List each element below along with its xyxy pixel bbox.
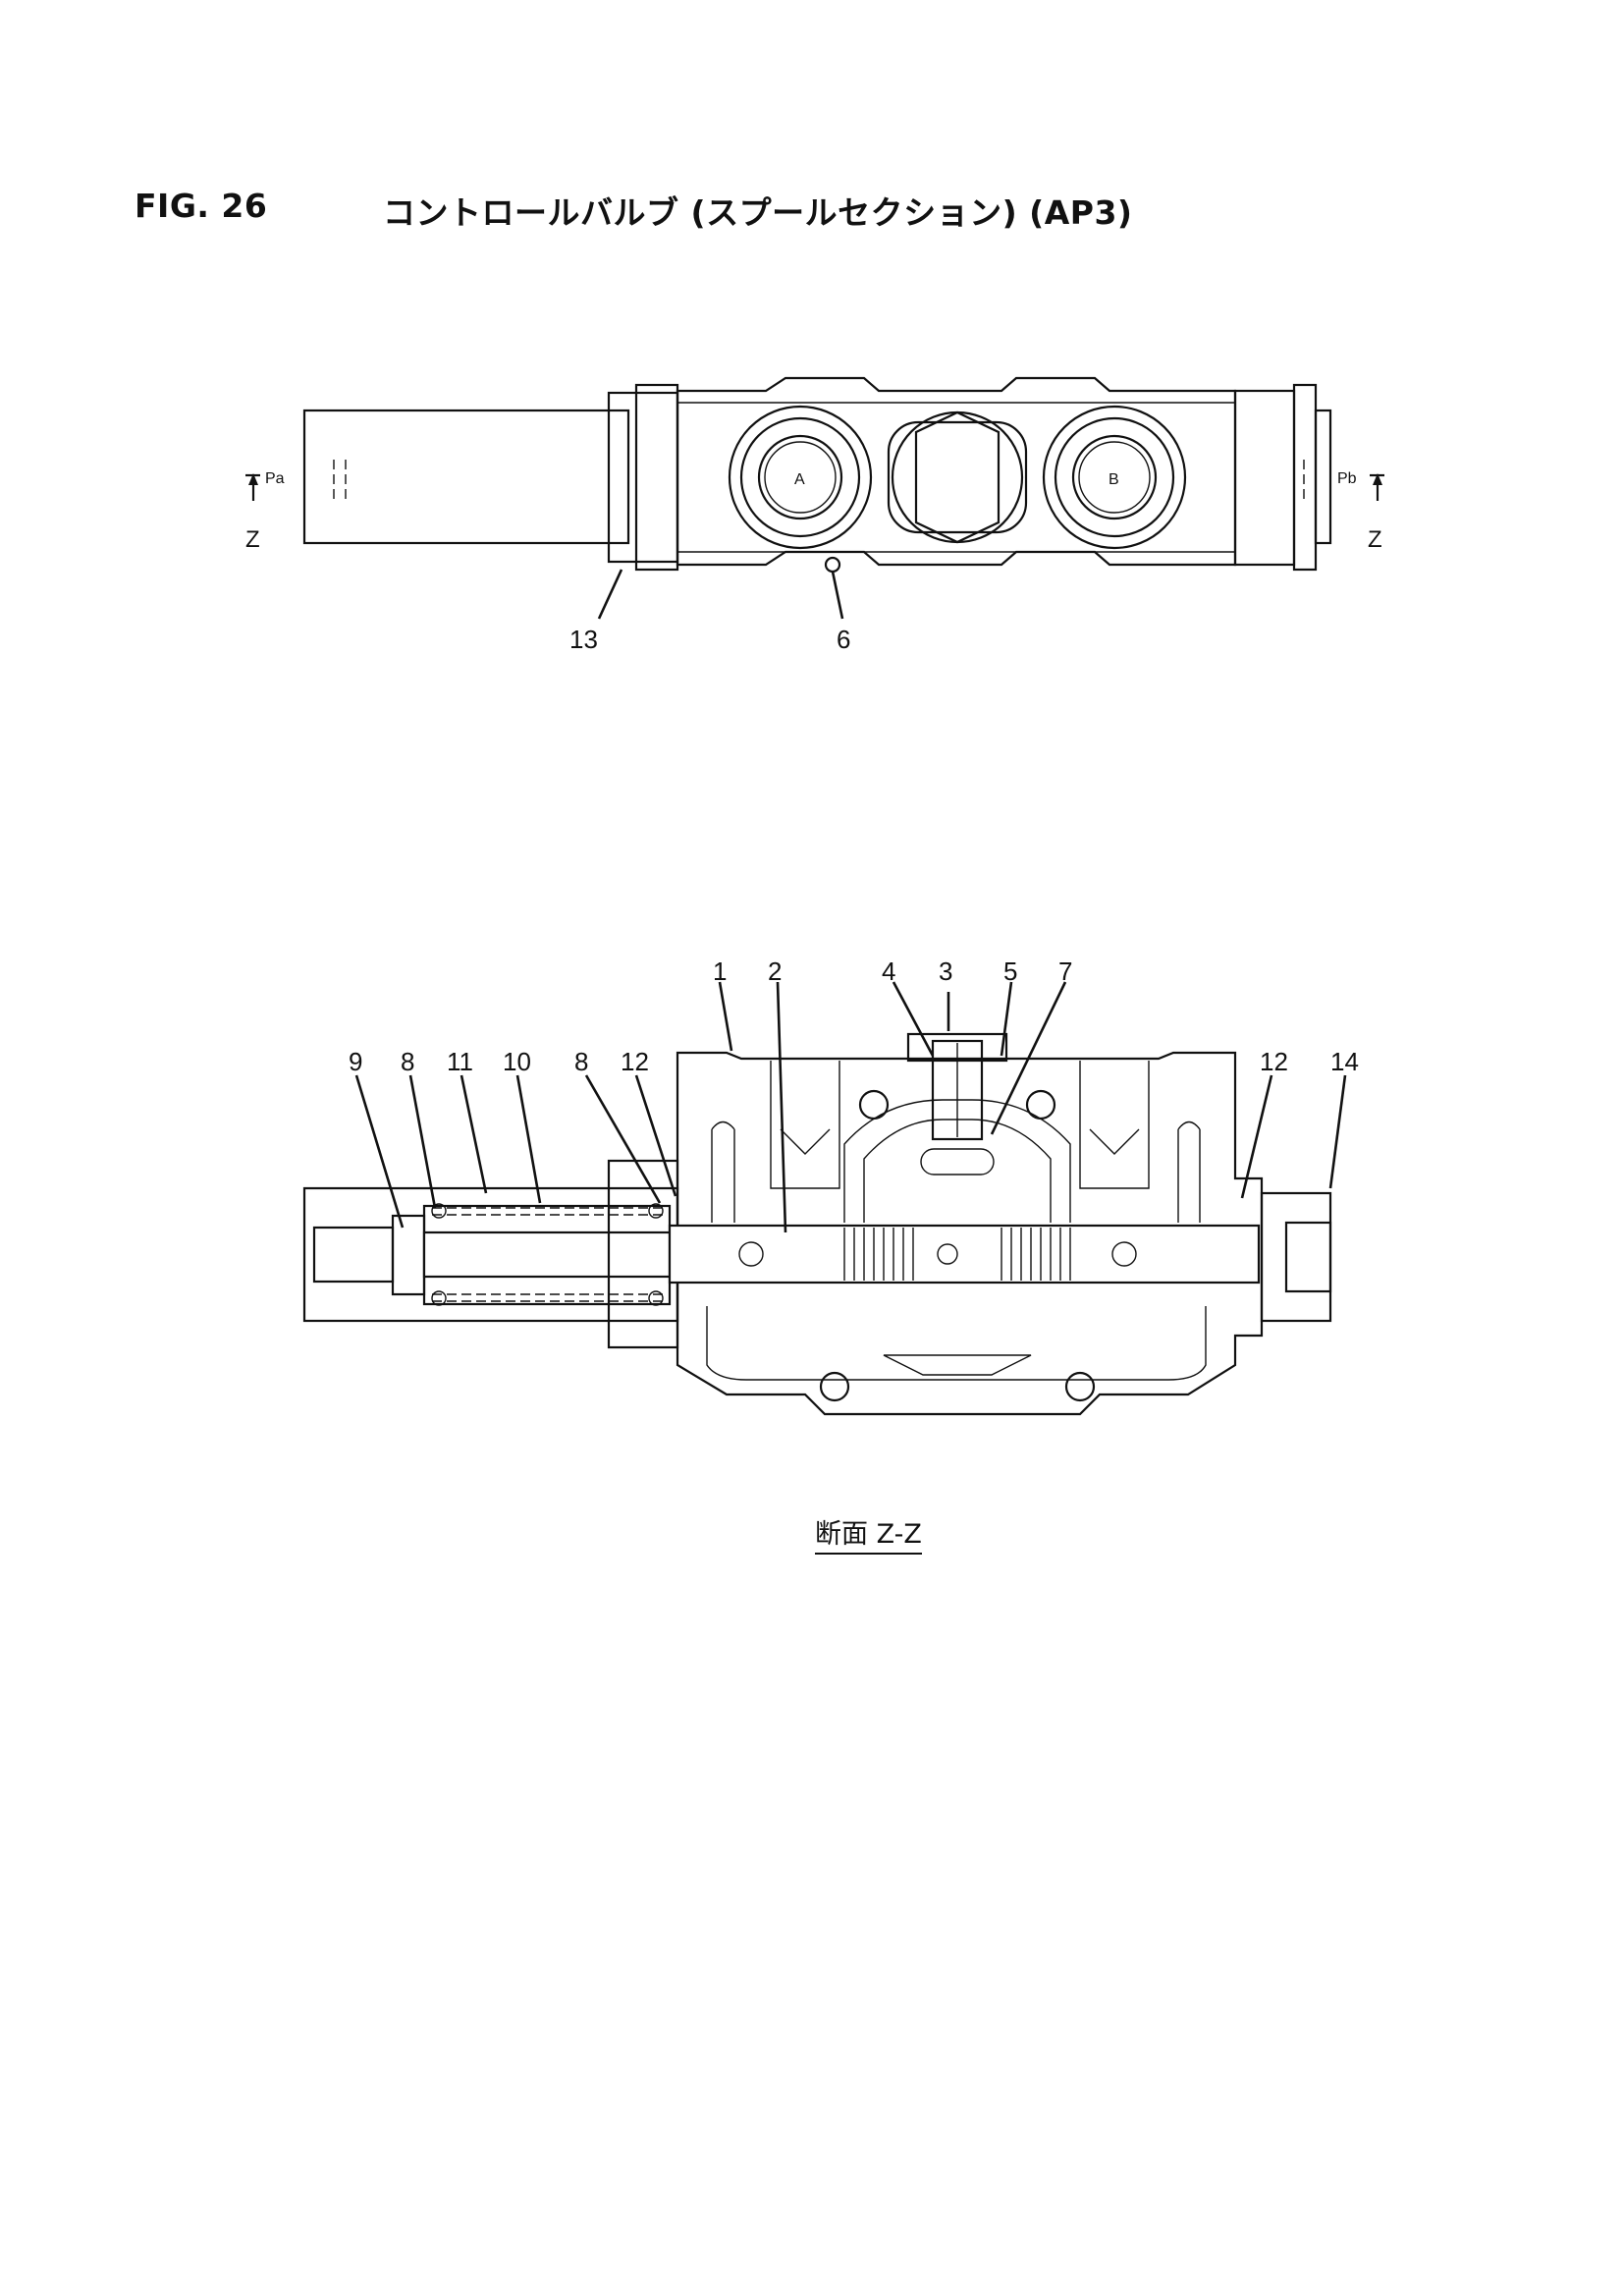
callout-12-right: 12 [1260,1047,1288,1076]
callout-7: 7 [1058,957,1072,986]
callout-11: 11 [447,1047,473,1076]
callout-5: 5 [1003,957,1017,986]
callout-4: 4 [882,957,895,986]
figure-title: コントロールバルブ (スプールセクション) (AP3) [383,193,1133,232]
callout-3: 3 [939,957,952,986]
figure-number: FIG. 26 [135,187,268,225]
main-spool [668,1224,1261,1285]
section-body [676,1051,1264,1416]
section-mark-right: Z [1368,526,1382,553]
screw-6 [824,556,841,574]
left-cap [302,409,630,545]
callout-12-left: 12 [621,1047,649,1076]
port-b-label: B [1109,471,1119,488]
callout-8-left: 8 [401,1047,414,1076]
port-a-label: A [794,471,805,488]
top-view: A B Pa Z Pb Z 13 6 [245,376,1384,654]
hex-plug [914,410,1001,544]
spool-rod [422,1230,672,1279]
callout-10: 10 [503,1047,531,1076]
callout-2: 2 [768,957,782,986]
callout-13: 13 [569,625,598,654]
pilot-b-label: Pb [1337,470,1357,487]
callout-1: 1 [713,957,727,986]
section-mark-left: Z [245,526,260,553]
callout-6: 6 [837,625,850,654]
callout-9: 9 [349,1047,362,1076]
callout-8-right: 8 [574,1047,588,1076]
callout-14: 14 [1330,1047,1359,1076]
section-view: 1 2 4 3 5 7 9 8 11 10 8 12 12 14 [302,957,1359,1416]
section-caption: 断面 Z-Z [815,1512,922,1555]
pilot-a-label: Pa [265,470,285,487]
